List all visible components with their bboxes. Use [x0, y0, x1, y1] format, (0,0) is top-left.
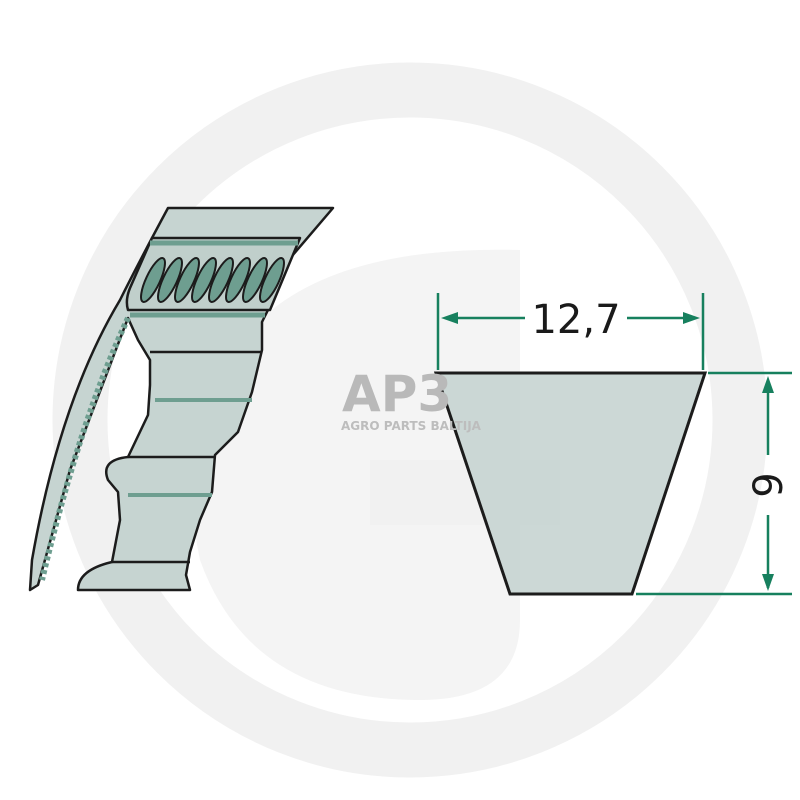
arrow-left-icon — [441, 312, 458, 324]
width-label: 12,7 — [531, 297, 620, 343]
fabric-edge-layer — [39, 316, 131, 581]
belt-side-view — [28, 206, 335, 592]
watermark-subtitle: AGRO PARTS BALTIJA — [341, 419, 482, 433]
tension-cords — [140, 257, 285, 303]
cross-section-trapezoid — [433, 371, 708, 596]
height-label: 9 — [746, 472, 792, 497]
belt-cross-section — [433, 371, 708, 596]
watermark-text-group: AP3 AGRO PARTS BALTIJA — [341, 365, 482, 433]
arrow-right-icon — [683, 312, 700, 324]
arrow-down-icon — [762, 574, 774, 591]
arrow-up-icon — [762, 376, 774, 393]
dimension-lines — [436, 293, 792, 596]
watermark-logo-text: AP3 — [342, 365, 452, 423]
